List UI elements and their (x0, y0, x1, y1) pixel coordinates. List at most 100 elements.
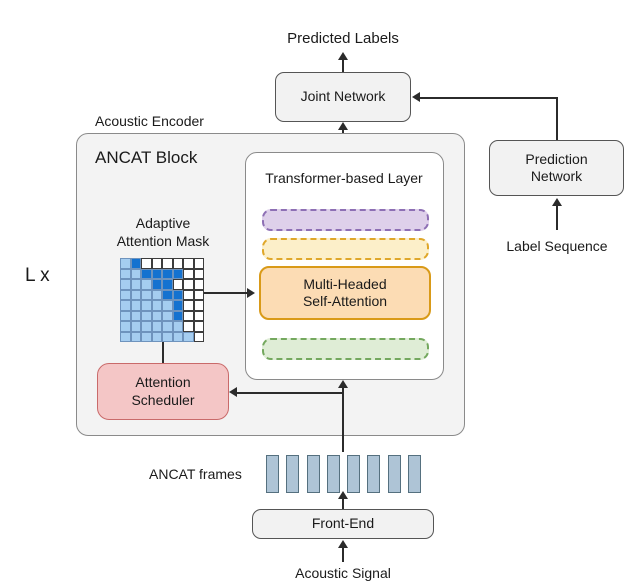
attention-scheduler-box[interactable]: Attention Scheduler (97, 363, 229, 420)
connector-signal-to-frontend (342, 546, 344, 562)
mask-cell-r6-c1 (130, 321, 141, 332)
mask-cell-r2-c5 (172, 279, 183, 290)
mask-cell-r4-c2 (141, 300, 152, 311)
mask-cell-r0-c4 (162, 258, 173, 269)
joint-network-box[interactable]: Joint Network (275, 72, 411, 122)
mask-cell-r1-c2 (141, 268, 152, 279)
mask-cell-r0-c5 (172, 258, 183, 269)
prediction-network-label-line1: Prediction (525, 150, 588, 167)
mask-cell-r4-c4 (162, 300, 173, 311)
sublayer-green (262, 338, 429, 360)
ancat-frame-1 (266, 455, 279, 493)
ancat-frames-label: ANCAT frames (149, 466, 242, 482)
mask-cell-r0-c7 (193, 258, 204, 269)
mask-cell-r3-c5 (172, 289, 183, 300)
mask-cell-r7-c5 (172, 331, 183, 342)
mask-cell-r3-c2 (141, 289, 152, 300)
mask-cell-r2-c7 (193, 279, 204, 290)
attention-scheduler-label-line1: Attention (135, 374, 191, 390)
mask-cell-r6-c6 (183, 321, 194, 332)
mask-cell-r5-c6 (183, 310, 194, 321)
joint-network-label: Joint Network (300, 88, 386, 105)
ancat-frame-5 (347, 455, 361, 493)
arrowhead-encoder-to-joint (338, 122, 348, 130)
connector-frames-to-transformer (342, 386, 344, 452)
mask-cell-r0-c6 (183, 258, 194, 269)
connector-labelseq-to-prediction (556, 204, 558, 230)
connector-prediction-vertical (556, 97, 558, 140)
sublayer-purple (262, 209, 429, 231)
mask-cell-r7-c1 (130, 331, 141, 342)
mask-cell-r5-c5 (172, 310, 183, 321)
mask-cell-r5-c3 (151, 310, 162, 321)
connector-input-to-scheduler (236, 392, 343, 394)
acoustic-signal-label: Acoustic Signal (295, 565, 391, 581)
front-end-label: Front-End (311, 515, 375, 532)
front-end-box[interactable]: Front-End (252, 509, 434, 539)
mask-cell-r1-c3 (151, 268, 162, 279)
mask-cell-r7-c6 (183, 331, 194, 342)
mask-cell-r2-c1 (130, 279, 141, 290)
arrowhead-input-to-scheduler (229, 387, 237, 397)
arrowhead-mask-to-attention (247, 288, 255, 298)
mask-cell-r1-c1 (130, 268, 141, 279)
acoustic-encoder-label: Acoustic Encoder (95, 113, 204, 129)
connector-mask-to-attention (204, 292, 250, 294)
mask-cell-r3-c1 (130, 289, 141, 300)
adaptive-attention-mask-grid[interactable] (120, 258, 204, 342)
mask-cell-r2-c6 (183, 279, 194, 290)
arrowhead-prediction-to-joint (412, 92, 420, 102)
mask-cell-r5-c0 (120, 310, 131, 321)
mask-cell-r4-c6 (183, 300, 194, 311)
mask-cell-r6-c7 (193, 321, 204, 332)
mask-cell-r1-c4 (162, 268, 173, 279)
mask-cell-r3-c7 (193, 289, 204, 300)
mask-cell-r0-c1 (130, 258, 141, 269)
arrowhead-frames-to-transformer (338, 380, 348, 388)
attention-scheduler-label-line2: Scheduler (131, 391, 195, 408)
mask-cell-r6-c4 (162, 321, 173, 332)
mask-cell-r6-c0 (120, 321, 131, 332)
label-sequence-label: Label Sequence (506, 238, 608, 254)
mask-cell-r1-c0 (120, 268, 131, 279)
mask-cell-r7-c3 (151, 331, 162, 342)
mask-cell-r3-c0 (120, 289, 131, 300)
mask-cell-r6-c3 (151, 321, 162, 332)
mask-cell-r7-c7 (193, 331, 204, 342)
adaptive-attention-mask-label-line2: Attention Mask (116, 233, 210, 249)
mask-cell-r2-c2 (141, 279, 152, 290)
ancat-frames-strip (266, 455, 421, 493)
mask-cell-r6-c5 (172, 321, 183, 332)
connector-frontend-to-frames (342, 496, 344, 510)
arrowhead-labelseq-to-prediction (552, 198, 562, 206)
repeat-count-label: L x (25, 265, 50, 286)
mask-cell-r5-c7 (193, 310, 204, 321)
mask-cell-r1-c7 (193, 268, 204, 279)
arrowhead-joint-to-predicted (338, 52, 348, 60)
prediction-network-box[interactable]: Prediction Network (489, 140, 624, 196)
mask-cell-r4-c3 (151, 300, 162, 311)
connector-scheduler-to-mask (162, 342, 164, 364)
mask-cell-r7-c2 (141, 331, 152, 342)
mask-cell-r1-c5 (172, 268, 183, 279)
mask-cell-r4-c0 (120, 300, 131, 311)
connector-prediction-horizontal (419, 97, 557, 99)
mask-cell-r2-c3 (151, 279, 162, 290)
mask-cell-r4-c1 (130, 300, 141, 311)
mask-cell-r4-c7 (193, 300, 204, 311)
ancat-frame-6 (367, 455, 381, 493)
ancat-frame-2 (286, 455, 300, 493)
mask-cell-r1-c6 (183, 268, 194, 279)
transformer-layer-label: Transformer-based Layer (265, 170, 423, 186)
mask-cell-r4-c5 (172, 300, 183, 311)
ancat-block-label: ANCAT Block (95, 148, 198, 167)
mask-cell-r2-c4 (162, 279, 173, 290)
mask-cell-r7-c4 (162, 331, 173, 342)
mask-cell-r3-c4 (162, 289, 173, 300)
multi-headed-self-attention-label-line2: Self-Attention (302, 293, 388, 309)
arrowhead-frontend-to-frames (338, 491, 348, 499)
multi-headed-self-attention-box[interactable]: Multi-Headed Self-Attention (259, 266, 431, 320)
mask-cell-r5-c1 (130, 310, 141, 321)
mask-cell-r7-c0 (120, 331, 131, 342)
